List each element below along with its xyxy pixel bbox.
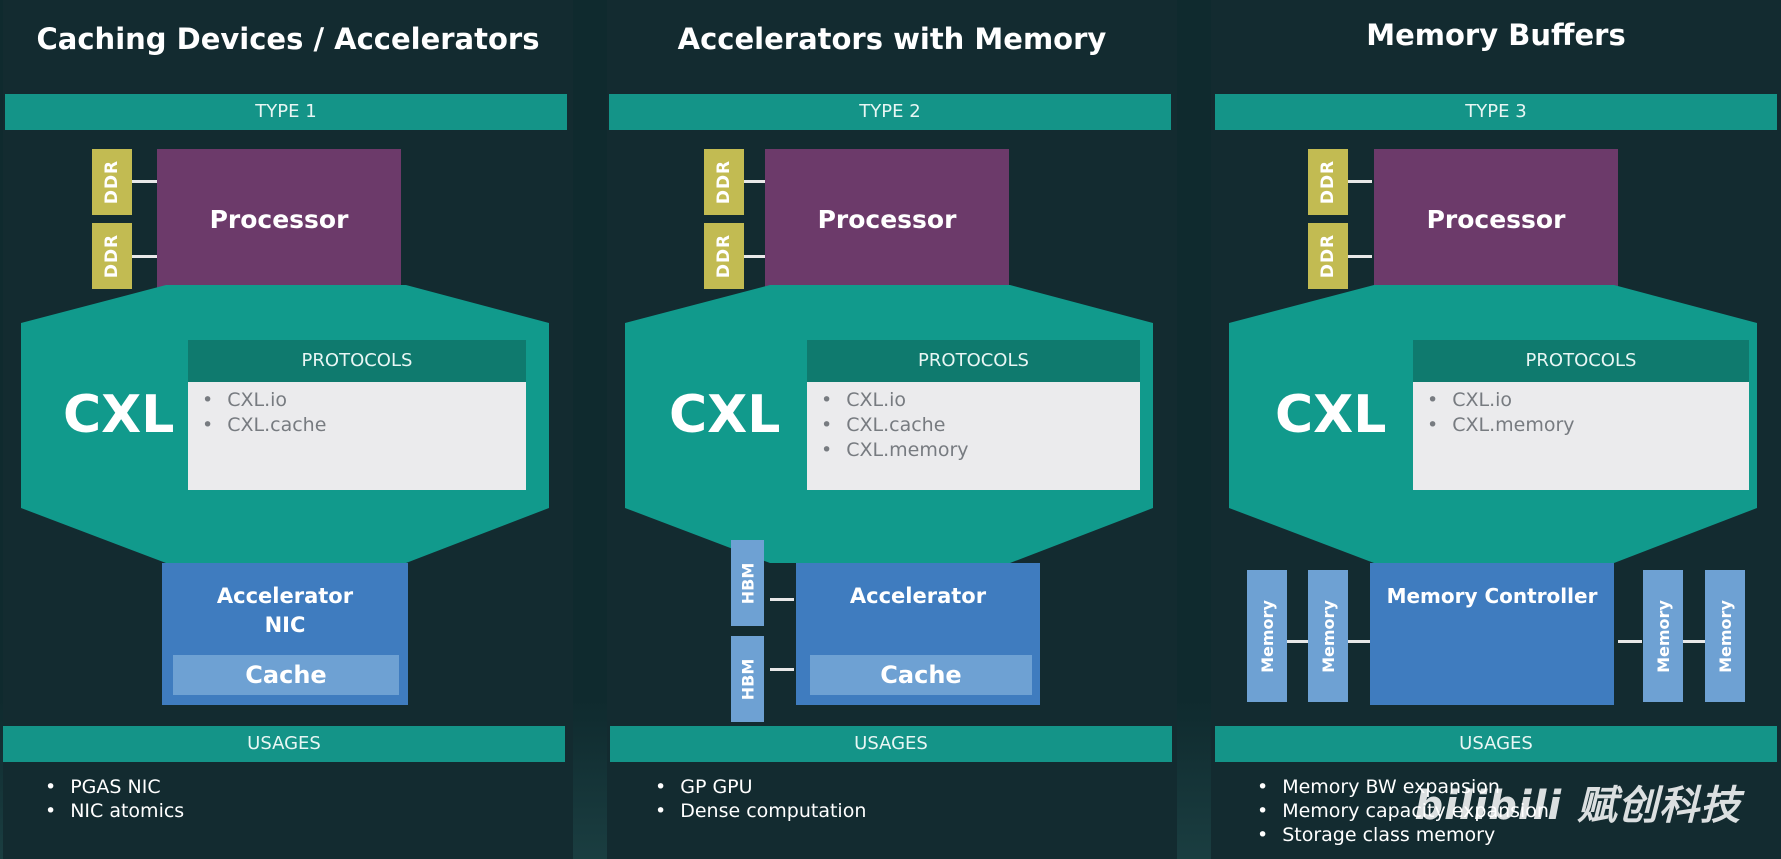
ddr-connector xyxy=(744,255,768,258)
ddr-connector xyxy=(1348,180,1372,183)
type-label: TYPE 2 xyxy=(609,94,1171,130)
usages-header: USAGES xyxy=(610,726,1172,762)
protocol-item: CXL.io xyxy=(202,388,512,413)
usage-item: Dense computation xyxy=(655,799,866,823)
panel-type-3: Memory Buffers TYPE 3 DDR DDR Processor … xyxy=(1211,0,1781,859)
memory-module: Memory xyxy=(1308,570,1348,702)
ddr-connector xyxy=(132,255,160,258)
protocols-list: CXL.io CXL.memory xyxy=(1413,382,1749,490)
protocol-item: CXL.io xyxy=(821,388,1126,413)
hbm-connector xyxy=(770,598,794,601)
processor-box: Processor xyxy=(1374,149,1618,289)
panel-type-2: Accelerators with Memory TYPE 2 DDR DDR … xyxy=(607,0,1177,859)
protocols-header: PROTOCOLS xyxy=(1413,340,1749,382)
usage-item: Storage class memory xyxy=(1257,823,1549,847)
usages-header: USAGES xyxy=(1215,726,1777,762)
usage-item: GP GPU xyxy=(655,775,866,799)
ddr-module: DDR xyxy=(1308,223,1348,289)
ddr-module: DDR xyxy=(92,149,132,215)
protocol-item: CXL.memory xyxy=(821,438,1126,463)
usage-item: Memory capacity expansion xyxy=(1257,799,1549,823)
cxl-label: CXL xyxy=(63,385,175,445)
panel-title: Accelerators with Memory xyxy=(677,22,1107,56)
memory-connector xyxy=(1618,640,1642,643)
protocol-item: CXL.cache xyxy=(821,413,1126,438)
ddr-module: DDR xyxy=(704,149,744,215)
ddr-module: DDR xyxy=(1308,149,1348,215)
panel-title: Caching Devices / Accelerators xyxy=(36,22,540,56)
ddr-connector xyxy=(744,180,768,183)
ddr-module: DDR xyxy=(704,223,744,289)
memory-connector xyxy=(1683,640,1705,643)
memory-module: Memory xyxy=(1643,570,1683,702)
cxl-label: CXL xyxy=(1275,385,1387,445)
usages-list: PGAS NIC NIC atomics xyxy=(45,775,184,823)
device-label: Accelerator xyxy=(849,584,987,608)
device-label: NIC xyxy=(264,613,306,637)
processor-box: Processor xyxy=(157,149,401,289)
cache-box: Cache xyxy=(173,655,399,695)
memory-connector xyxy=(1348,640,1372,643)
usages-list: GP GPU Dense computation xyxy=(655,775,866,823)
usage-item: Memory BW expansion xyxy=(1257,775,1549,799)
type-label: TYPE 3 xyxy=(1215,94,1777,130)
panel-type-1: Caching Devices / Accelerators TYPE 1 DD… xyxy=(3,0,573,859)
processor-box: Processor xyxy=(765,149,1009,289)
protocols-list: CXL.io CXL.cache CXL.memory xyxy=(807,382,1140,490)
device-label: Memory Controller xyxy=(1386,584,1598,608)
hbm-connector xyxy=(770,668,794,671)
usage-item: NIC atomics xyxy=(45,799,184,823)
usages-list: Memory BW expansion Memory capacity expa… xyxy=(1257,775,1549,847)
protocols-header: PROTOCOLS xyxy=(807,340,1140,382)
memory-connector xyxy=(1287,640,1308,643)
memory-controller-box: Memory Controller xyxy=(1370,563,1614,705)
cxl-label: CXL xyxy=(669,385,781,445)
usage-item: PGAS NIC xyxy=(45,775,184,799)
hbm-module: HBM xyxy=(731,636,764,722)
protocol-item: CXL.cache xyxy=(202,413,512,438)
protocols-header: PROTOCOLS xyxy=(188,340,526,382)
hbm-module: HBM xyxy=(731,540,764,626)
ddr-connector xyxy=(132,180,160,183)
cache-box: Cache xyxy=(810,655,1032,695)
ddr-connector xyxy=(1348,255,1372,258)
protocol-item: CXL.memory xyxy=(1427,413,1735,438)
panel-title: Memory Buffers xyxy=(1366,18,1626,52)
watermark-logo: bilibili 赋创科技 xyxy=(1414,783,1741,829)
memory-module: Memory xyxy=(1705,570,1745,702)
memory-module: Memory xyxy=(1247,570,1287,702)
protocols-list: CXL.io CXL.cache xyxy=(188,382,526,490)
usages-header: USAGES xyxy=(3,726,565,762)
type-label: TYPE 1 xyxy=(5,94,567,130)
protocol-item: CXL.io xyxy=(1427,388,1735,413)
ddr-module: DDR xyxy=(92,223,132,289)
device-label: Accelerator xyxy=(216,584,354,608)
